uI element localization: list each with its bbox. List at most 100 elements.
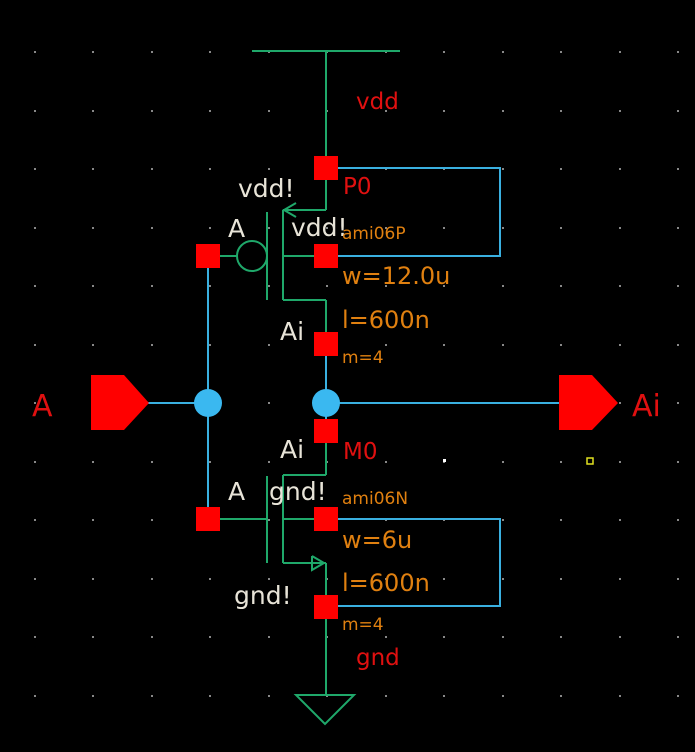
grid-dot (268, 578, 270, 580)
grid-dot (385, 344, 387, 346)
grid-dot (560, 51, 562, 53)
grid-dot (443, 110, 445, 112)
grid-dot (677, 636, 679, 638)
grid-dot (268, 344, 270, 346)
junction-input[interactable] (194, 389, 222, 417)
nmos-bulk-loop[interactable] (338, 518, 501, 607)
grid-dot (151, 110, 153, 112)
grid-dot (385, 227, 387, 229)
pmos-drain-net-label: Ai (280, 317, 304, 346)
grid-dot (92, 461, 94, 463)
grid-dot (502, 285, 504, 287)
grid-dot (443, 695, 445, 697)
grid-dot (151, 519, 153, 521)
grid-dot (385, 110, 387, 112)
grid-dot (326, 227, 328, 229)
grid-dot (443, 578, 445, 580)
pmos-length-param: l=600n (342, 306, 430, 334)
grid-dot (34, 168, 36, 170)
grid-dot (443, 344, 445, 346)
gnd-symbol[interactable] (293, 616, 357, 726)
grid-dot (209, 695, 211, 697)
nmos-transistor[interactable] (218, 442, 327, 598)
grid-dot (92, 168, 94, 170)
pmos-model-name: ami06P (342, 224, 406, 244)
grid-dot (619, 285, 621, 287)
grid-dot (92, 110, 94, 112)
nmos-bulk-net-label: gnd! (269, 477, 327, 506)
grid-dot (92, 519, 94, 521)
output-pin-Ai[interactable] (559, 375, 618, 430)
grid-dot (560, 285, 562, 287)
input-pin-A[interactable] (91, 375, 149, 430)
grid-dot (619, 402, 621, 404)
nmos-drain-net-label: Ai (280, 435, 304, 464)
pmos-source-net-label: vdd! (238, 174, 295, 203)
nmos-model-name: ami06N (342, 489, 408, 509)
grid-dot (677, 168, 679, 170)
grid-dot (619, 110, 621, 112)
grid-dot (151, 285, 153, 287)
pmos-multiplier-param: m=4 (342, 348, 384, 368)
grid-dot (385, 695, 387, 697)
pmos-transistor[interactable] (218, 180, 327, 334)
grid-dot (92, 344, 94, 346)
grid-dot (268, 285, 270, 287)
nmos-drain-pin[interactable] (314, 419, 338, 443)
grid-dot (268, 636, 270, 638)
selection-marker (586, 457, 594, 465)
pmos-bulk-pin[interactable] (314, 244, 338, 268)
grid-dot (560, 168, 562, 170)
grid-dot (385, 578, 387, 580)
grid-dot (677, 461, 679, 463)
grid-dot (677, 578, 679, 580)
grid-dot (502, 110, 504, 112)
grid-dot (151, 168, 153, 170)
grid-dot (502, 695, 504, 697)
grid-dot (92, 636, 94, 638)
grid-dot (502, 168, 504, 170)
nmos-gate-pin[interactable] (196, 507, 220, 531)
grid-dot (151, 636, 153, 638)
grid-dot (502, 344, 504, 346)
grid-dot (677, 695, 679, 697)
grid-dot (560, 110, 562, 112)
pmos-source-pin[interactable] (314, 156, 338, 180)
grid-dot (385, 636, 387, 638)
grid-dot (502, 227, 504, 229)
grid-dot (502, 578, 504, 580)
grid-dot (560, 344, 562, 346)
grid-dot (151, 344, 153, 346)
grid-dot (677, 285, 679, 287)
grid-dot (560, 578, 562, 580)
nmos-length-param: l=600n (342, 569, 430, 597)
nets[interactable] (148, 167, 560, 607)
pmos-drain-pin[interactable] (314, 332, 338, 356)
grid-dot (443, 227, 445, 229)
vdd-symbol[interactable] (252, 50, 400, 160)
grid-dot (151, 227, 153, 229)
grid-dot (268, 461, 270, 463)
grid-dot (560, 636, 562, 638)
pmos-bulk-loop[interactable] (338, 167, 501, 257)
grid-dot (92, 285, 94, 287)
junction-output[interactable] (312, 389, 340, 417)
grid-dot (560, 695, 562, 697)
grid-dot (619, 519, 621, 521)
grid-dot (34, 578, 36, 580)
nmos-source-pin[interactable] (314, 595, 338, 619)
grid-dot (34, 227, 36, 229)
grid-dot (268, 227, 270, 229)
grid-dot (34, 344, 36, 346)
grid-dot (619, 461, 621, 463)
grid-dot (619, 168, 621, 170)
nmos-bulk-pin[interactable] (314, 507, 338, 531)
grid-dot (34, 51, 36, 53)
gnd-label: gnd (356, 645, 400, 671)
grid-dot (209, 578, 211, 580)
grid-dot (619, 227, 621, 229)
pmos-gate-pin[interactable] (196, 244, 220, 268)
grid-dot (677, 110, 679, 112)
grid-dot (268, 402, 270, 404)
